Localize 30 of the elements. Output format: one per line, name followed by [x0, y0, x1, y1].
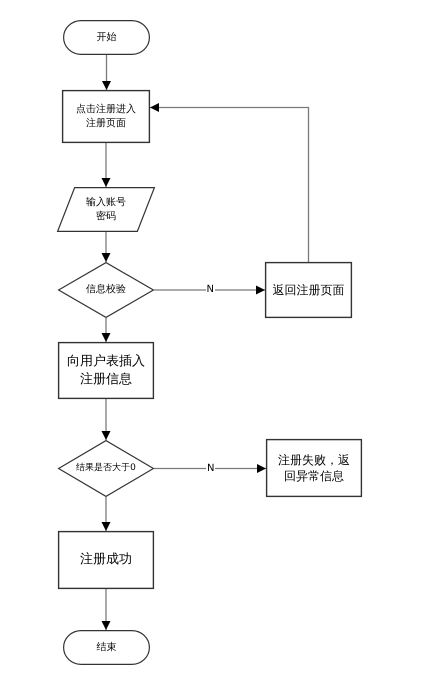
arrow	[102, 232, 110, 262]
node-text: 返回注册页面	[272, 282, 344, 298]
decision-diamond	[58, 262, 154, 318]
node-text: 向用户表插入注册信息	[66, 352, 146, 388]
process-box	[266, 439, 362, 497]
arrow	[154, 286, 265, 294]
arrow	[102, 143, 110, 187]
node-text: 注册成功	[80, 551, 132, 569]
arrow	[102, 399, 110, 440]
node-text: 结束	[96, 640, 116, 654]
node-text: 注册失败，返回异常信息	[277, 452, 351, 484]
process-box	[58, 342, 154, 399]
node-text: 点击注册进入注册页面	[75, 103, 137, 130]
input-parallelogram	[57, 187, 155, 232]
node-text: 开始	[96, 30, 116, 44]
process-box	[265, 262, 352, 318]
process-box	[62, 90, 150, 143]
process-box	[58, 531, 154, 589]
node-text: 结果是否大于0	[76, 462, 136, 475]
decision-diamond	[58, 440, 154, 497]
terminal-shape	[63, 20, 150, 55]
arrow	[102, 589, 110, 630]
arrow	[150, 103, 310, 262]
arrow	[102, 318, 110, 342]
arrow	[154, 464, 266, 473]
node-text: 信息校验	[86, 283, 126, 297]
arrow	[102, 55, 111, 90]
node-text: 输入账号密码	[85, 196, 127, 223]
arrow	[102, 497, 110, 531]
terminal-shape	[63, 630, 150, 665]
